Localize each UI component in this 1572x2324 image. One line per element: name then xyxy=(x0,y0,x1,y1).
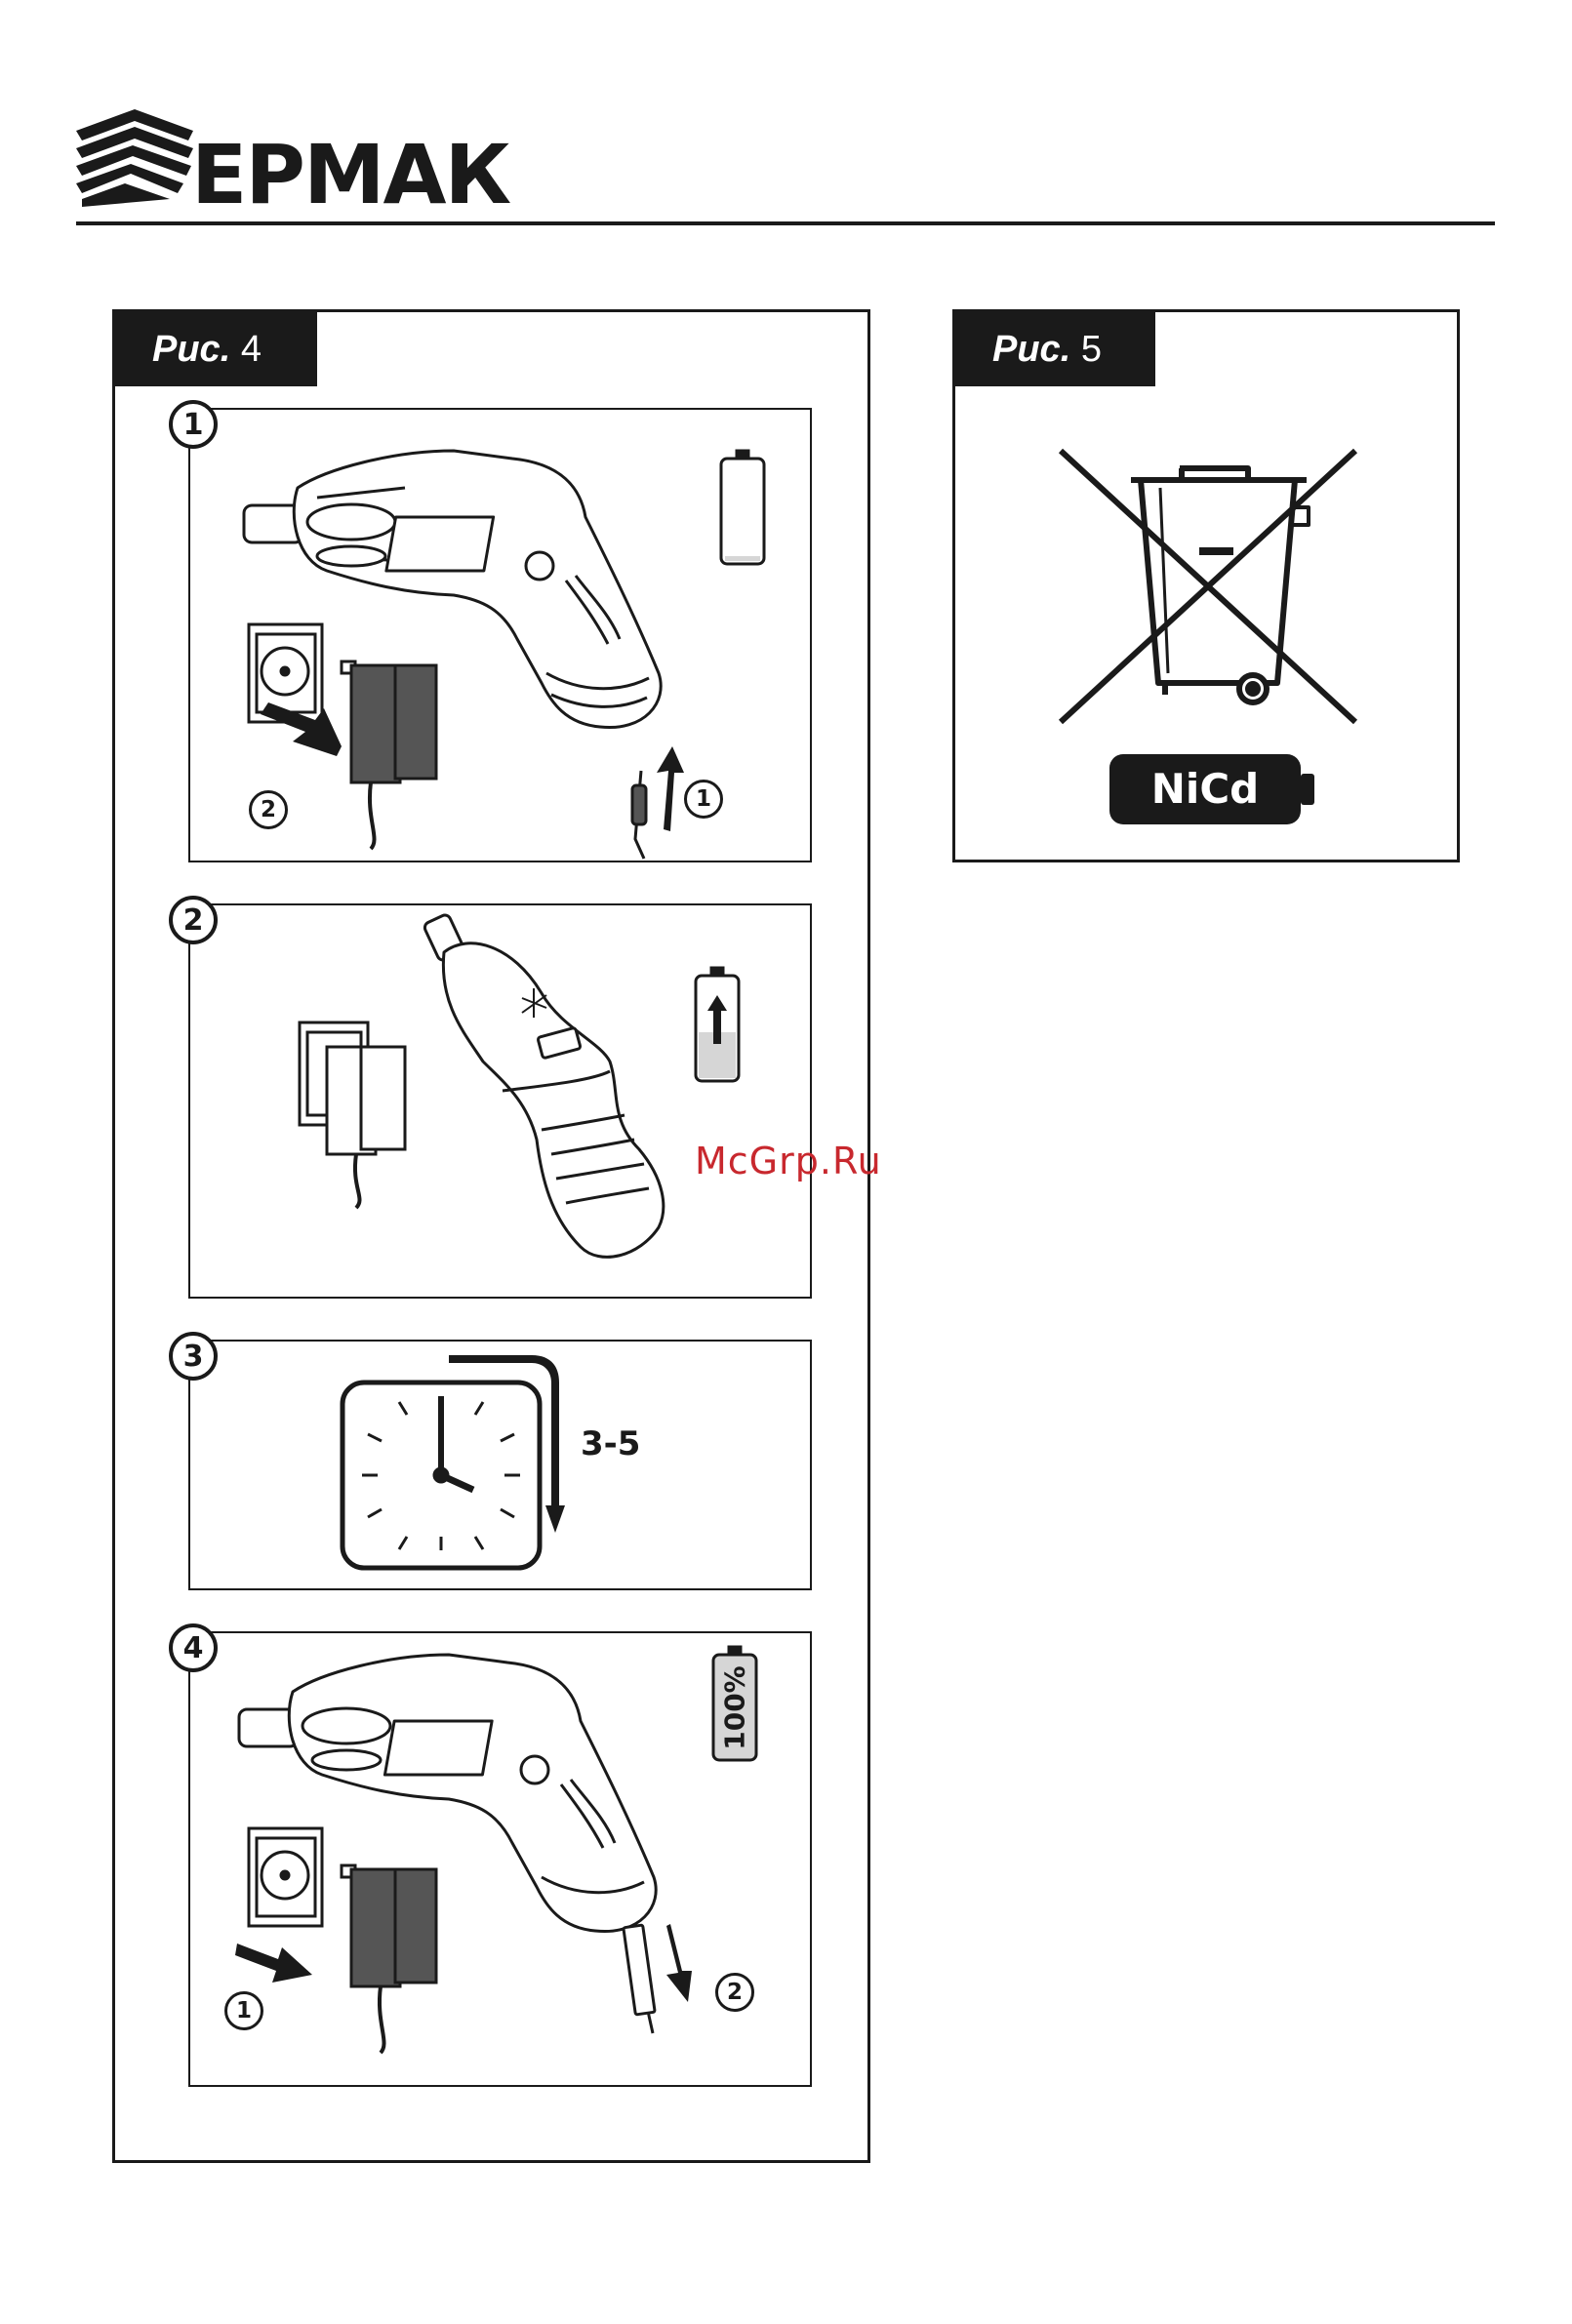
battery-full-label: 100% xyxy=(719,1660,751,1757)
charger-icon xyxy=(342,1865,436,2053)
charging-plug-icon xyxy=(624,1925,655,2033)
step-3-panel: 3 3-5 xyxy=(188,1340,812,1590)
figure-4-prefix: Рис. xyxy=(152,329,230,370)
figure-4-number: 4 xyxy=(241,329,262,370)
step-1-substep-2-badge: 2 xyxy=(249,790,288,829)
logo-wordmark: ЕРМАК xyxy=(191,127,511,207)
nicd-battery-badge: NiCd xyxy=(1109,754,1316,824)
step-4-panel: 4 100% 1 2 xyxy=(188,1631,812,2087)
wall-socket-icon xyxy=(249,1828,322,1926)
figure-4-frame: Рис. 4 xyxy=(112,309,870,2163)
step-4-number: 4 xyxy=(169,1623,218,1672)
screwdriver-upright-icon xyxy=(423,913,663,1257)
charger-icon xyxy=(342,661,436,849)
step-4-substep-2-badge: 2 xyxy=(715,1973,754,2012)
wall-socket-icon xyxy=(249,624,322,722)
step-1-number: 1 xyxy=(169,400,218,449)
charging-plug-icon xyxy=(632,771,646,859)
step-1-substep-1-badge: 1 xyxy=(684,780,723,819)
charge-time-label: 3-5 xyxy=(581,1424,640,1463)
arrow-remove-charger-icon xyxy=(235,1943,312,1983)
watermark: McGrp.Ru xyxy=(695,1140,882,1182)
arrow-insert-plug-icon xyxy=(657,746,684,831)
header-divider xyxy=(76,221,1495,225)
battery-charging-icon xyxy=(696,968,739,1081)
step-4-illustration xyxy=(190,1633,809,2084)
clock-icon xyxy=(343,1382,540,1568)
nicd-label: NiCd xyxy=(1109,754,1301,824)
step-2-panel: 2 xyxy=(188,903,812,1299)
step-2-number: 2 xyxy=(169,896,218,944)
step-3-illustration xyxy=(190,1342,809,1587)
battery-empty-icon xyxy=(721,451,764,564)
logo-emblem-icon xyxy=(76,109,193,207)
step-4-substep-1-badge: 1 xyxy=(224,1991,263,2030)
figure-4-tab: Рис. 4 xyxy=(115,312,317,386)
wall-socket-with-charger-icon xyxy=(300,1022,405,1208)
arrow-remove-plug-icon xyxy=(666,1924,692,2002)
brand-logo: ЕРМАК xyxy=(76,109,535,207)
step-1-panel: 1 2 1 xyxy=(188,408,812,862)
step-2-illustration xyxy=(190,905,809,1296)
step-3-number: 3 xyxy=(169,1332,218,1381)
